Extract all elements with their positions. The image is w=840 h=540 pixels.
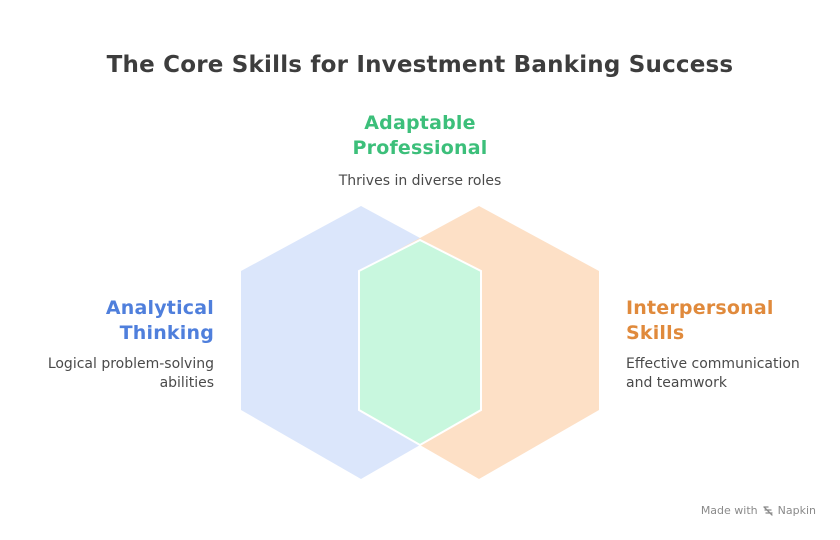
analytical-thinking-description: Logical problem-solving abilities <box>20 355 214 393</box>
adaptable-professional-description: Thrives in diverse roles <box>338 173 502 189</box>
description-line: and teamwork <box>626 375 727 391</box>
heading-line: Analytical <box>105 297 214 319</box>
analytical-thinking-heading: Analytical Thinking <box>20 296 214 346</box>
heading-line: Professional <box>352 137 488 159</box>
watermark-prefix: Made with <box>700 504 758 517</box>
heading-line: Thinking <box>119 322 214 344</box>
watermark-brand: Napkin <box>777 504 816 517</box>
description-line: Logical problem-solving <box>47 356 214 372</box>
interpersonal-skills-description: Effective communication and teamwork <box>626 355 826 393</box>
heading-line: Interpersonal <box>626 297 774 319</box>
adaptable-professional-overlap <box>358 238 482 447</box>
made-with-napkin-watermark[interactable]: Made with Napkin <box>701 504 816 517</box>
page-title: The Core Skills for Investment Banking S… <box>106 52 734 78</box>
napkin-logo-icon <box>762 505 773 516</box>
description-line: Effective communication <box>626 356 800 372</box>
adaptable-professional-heading: Adaptable Professional <box>300 111 540 161</box>
heading-line: Adaptable <box>364 112 476 134</box>
interpersonal-skills-heading: Interpersonal Skills <box>626 296 826 346</box>
description-line: abilities <box>159 375 214 391</box>
heading-line: Skills <box>626 322 685 344</box>
